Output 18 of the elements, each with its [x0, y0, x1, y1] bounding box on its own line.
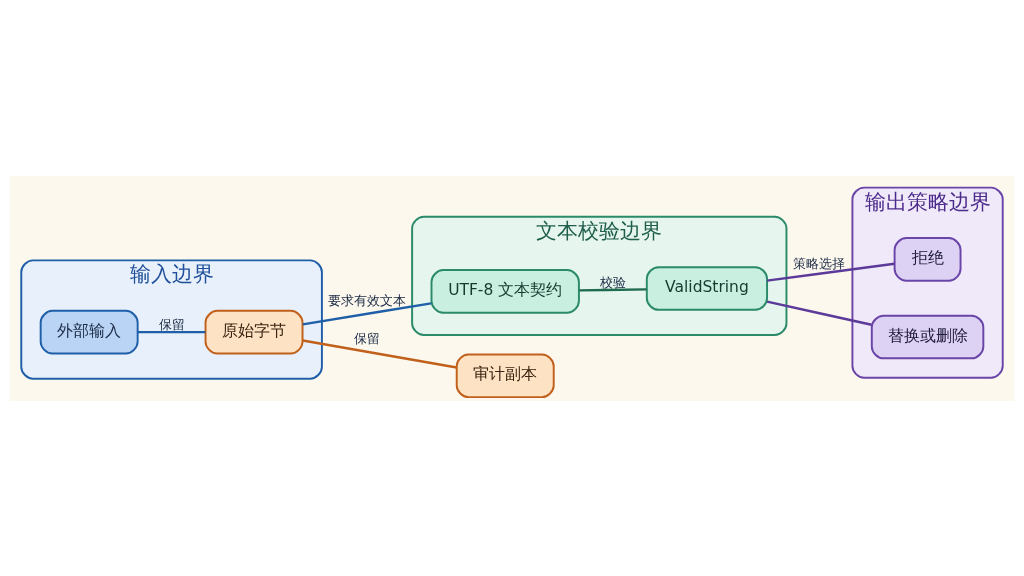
node-box: UTF-8 文本契约	[430, 268, 580, 314]
edge-label: 保留	[158, 316, 185, 332]
edge-label: 要求有效文本	[328, 292, 407, 308]
connector	[137, 330, 206, 333]
node-box: 外部输入	[39, 309, 139, 354]
node-box: 替换或删除	[870, 314, 985, 359]
node-box: ValidString	[645, 265, 769, 311]
edge-label: 策略选择	[793, 255, 846, 271]
node-box: 审计副本	[455, 352, 555, 398]
connector	[766, 262, 895, 282]
node-box: 拒绝	[893, 236, 962, 282]
edge-label: 保留	[354, 330, 381, 346]
edge-label: 校验	[599, 274, 626, 290]
connector	[302, 338, 457, 369]
connector	[579, 287, 647, 292]
node-box: 原始字节	[204, 309, 304, 354]
connector	[766, 299, 872, 326]
connector	[302, 301, 432, 326]
